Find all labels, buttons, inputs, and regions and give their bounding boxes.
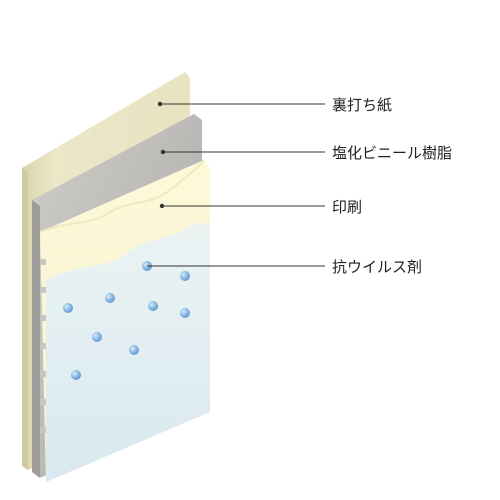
- print-wave: [39, 159, 205, 233]
- anchor-dot-print: [159, 203, 165, 209]
- cross-section-notches: [40, 259, 46, 433]
- particle-dot: [105, 293, 115, 303]
- label-lining-paper: 裏打ち紙: [332, 96, 392, 114]
- lining-paper-edge: [22, 168, 28, 470]
- label-vinyl-resin: 塩化ビニール樹脂: [332, 144, 452, 162]
- vinyl-resin-edge: [32, 200, 40, 478]
- antiviral-face: [46, 222, 210, 482]
- label-antiviral-agent: 抗ウイルス剤: [332, 258, 422, 276]
- leader-lines: [147, 103, 325, 267]
- particle-dot: [180, 271, 190, 281]
- particle-dot: [129, 345, 139, 355]
- particle-dot: [71, 370, 81, 380]
- particle-dot: [148, 301, 158, 311]
- leader-anchors: [157, 101, 166, 209]
- particle-dot: [180, 308, 190, 318]
- layer-antiviral: [40, 222, 210, 482]
- anchor-dot-lining: [157, 101, 163, 107]
- anchor-dot-vinyl: [160, 149, 166, 155]
- particle-dot: [63, 303, 73, 313]
- label-print: 印刷: [332, 198, 362, 216]
- particle-dot: [92, 332, 102, 342]
